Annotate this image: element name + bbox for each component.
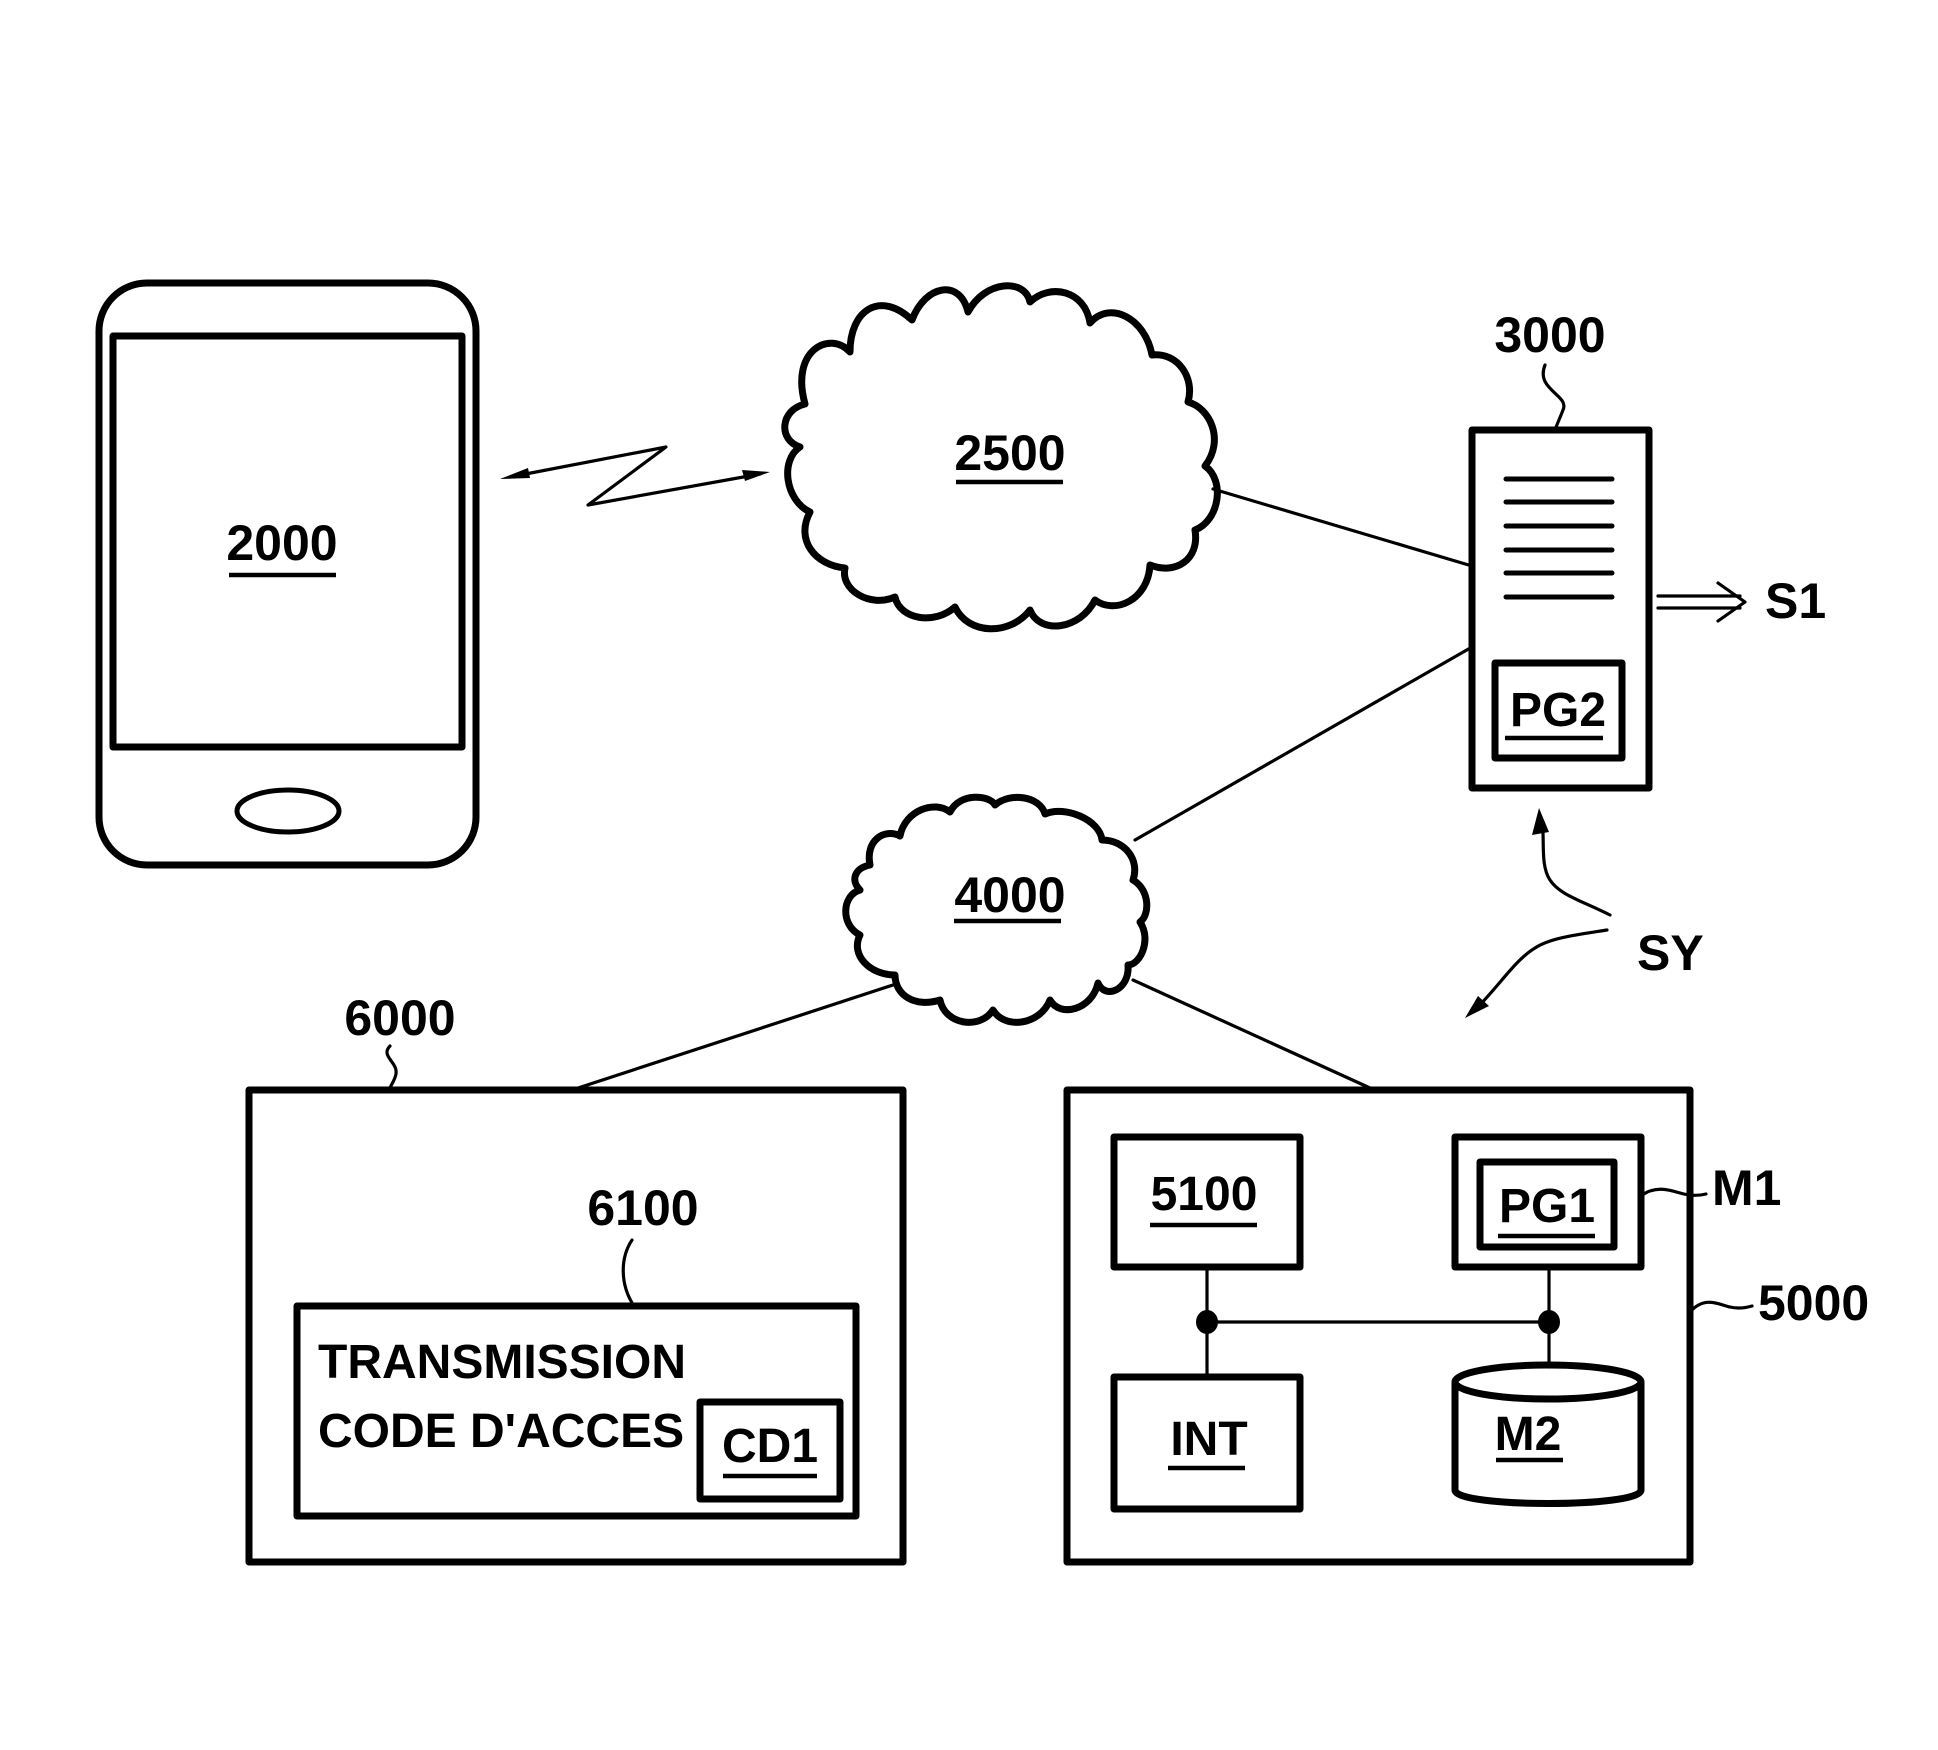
wireless-zigzag: [508, 445, 762, 507]
network-secondary-ref: 4000: [954, 867, 1065, 923]
mobile-terminal-ref: 2000: [226, 515, 337, 571]
cloud-4000-outline: [842, 793, 1151, 1026]
equipment: 5000 5100 PG1 M1 INT M2: [1063, 1086, 1869, 1566]
system-arrowhead-down-icon: [1465, 996, 1489, 1018]
wireless-arrowhead-left-icon: [500, 468, 530, 479]
program1-box: [1476, 1158, 1618, 1251]
wireless-link: [500, 445, 770, 507]
program1-label: PG1: [1499, 1180, 1595, 1233]
memory1-ref-leader: [1639, 1187, 1708, 1198]
bus-node-left-icon: [1196, 1310, 1218, 1334]
server-program-box: [1491, 659, 1626, 762]
access-code-module-ref: 6100: [587, 1180, 698, 1236]
link-cloud4000-entity6000: [576, 983, 895, 1090]
server-body: [1468, 426, 1653, 792]
server-program-label: PG2: [1510, 684, 1606, 737]
remote-entity: 6000 6100 TRANSMISSION CODE D'ACCES CD1: [245, 990, 907, 1566]
memory2-label: M2: [1495, 1408, 1562, 1461]
server-output: S1: [1656, 573, 1826, 629]
access-code-label: CD1: [722, 1420, 818, 1473]
remote-entity-ref: 6000: [344, 990, 455, 1046]
remote-entity-ref-leader: [385, 1044, 398, 1092]
interface-box: [1110, 1373, 1304, 1513]
link-cloud4000-equipment5000: [1131, 978, 1372, 1090]
network-cloud-primary: 2500: [781, 282, 1221, 633]
server-ref: 3000: [1494, 307, 1605, 363]
equipment-box: [1063, 1086, 1694, 1566]
memory2-cylinder-icon: [1451, 1361, 1645, 1507]
access-code-module-box: [293, 1302, 860, 1520]
wireless-arrowhead-right-icon: [742, 470, 770, 481]
bus-node-right-icon: [1538, 1310, 1560, 1334]
interface-label: INT: [1170, 1413, 1247, 1466]
system-annotation: SY: [1465, 808, 1704, 1018]
link-cloud2500-server: [1211, 487, 1474, 568]
system-arrow-to-server: [1540, 818, 1612, 917]
network-cloud-secondary: 4000: [842, 793, 1151, 1026]
remote-entity-box: [245, 1086, 907, 1566]
cloud-2500-outline: [781, 282, 1221, 633]
server-ref-leader: [1541, 363, 1566, 432]
access-code-module-line1: TRANSMISSION: [318, 1336, 686, 1389]
server-vent-lines-icon: [1503, 476, 1615, 600]
network-primary-ref: 2500: [954, 425, 1065, 481]
phone-home-button-icon: [234, 787, 342, 835]
mobile-terminal: 2000: [95, 279, 480, 869]
server: PG2 3000: [1468, 307, 1653, 792]
access-code-module-ref-leader: [621, 1238, 636, 1308]
memory1-ref: M1: [1712, 1160, 1781, 1216]
system-arrow-to-equipment: [1473, 928, 1609, 1012]
processor-label: 5100: [1151, 1168, 1258, 1221]
system-arrowhead-up-icon: [1532, 808, 1549, 835]
server-output-label: S1: [1765, 573, 1826, 629]
access-code-box: [696, 1398, 844, 1503]
double-arrow-head-icon: [1716, 581, 1747, 623]
access-code-module-line2: CODE D'ACCES: [318, 1405, 684, 1458]
equipment-ref-leader: [1688, 1300, 1754, 1314]
system-label-text: SY: [1637, 925, 1704, 981]
phone-screen: [109, 332, 466, 751]
link-server-cloud4000: [1133, 645, 1474, 842]
phone-body: [95, 279, 480, 869]
equipment-ref: 5000: [1758, 1275, 1869, 1331]
